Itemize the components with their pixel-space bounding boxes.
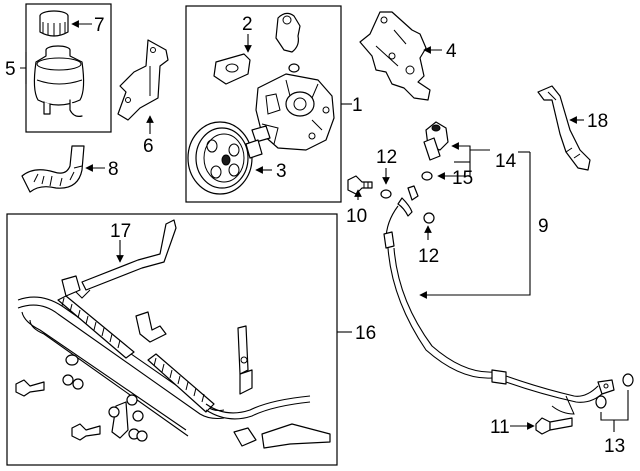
callout-3: 3: [276, 161, 287, 182]
callout-14: 14: [495, 151, 517, 172]
callout-13: 13: [604, 436, 625, 457]
callout-1: 1: [352, 95, 363, 116]
callout-2: 2: [242, 14, 253, 35]
callout-12-upper: 12: [376, 147, 397, 168]
crush-washer-upper: [380, 189, 392, 199]
cooler-group-box: [6, 213, 338, 466]
callout-7: 7: [94, 15, 105, 36]
banjo-bolt-10: [347, 175, 373, 195]
pressure-switch: [423, 121, 449, 161]
fluid-cooler: [15, 275, 331, 449]
crush-washer-13a: [595, 395, 607, 409]
pump-fitting: [213, 12, 301, 85]
callout-17: 17: [110, 221, 131, 242]
callout-12-lower: 12: [418, 246, 439, 267]
callout-6: 6: [143, 136, 154, 157]
clamp-bolt-11: [535, 417, 573, 435]
callout-11: 11: [490, 417, 510, 438]
power-steering-pump: [251, 63, 335, 151]
callout-16: 16: [355, 323, 376, 344]
return-hose: [537, 85, 591, 171]
leader-lines: [20, 20, 629, 432]
reservoir-cap: [39, 10, 69, 37]
reservoir-bracket: [117, 39, 169, 121]
crush-washer-13b: [622, 373, 634, 387]
pump-mounting-bracket: [359, 11, 431, 101]
pump-pulley: [187, 121, 263, 195]
callout-8: 8: [108, 159, 119, 180]
fluid-reservoir: [33, 45, 85, 117]
callout-4: 4: [446, 41, 457, 62]
callout-9: 9: [538, 216, 549, 237]
pressure-line: [383, 185, 615, 415]
callout-10: 10: [346, 206, 367, 227]
callout-15: 15: [452, 168, 473, 189]
callout-18: 18: [587, 111, 608, 132]
crush-washer-lower: [423, 212, 435, 224]
cooler-hose: [73, 219, 177, 299]
pressure-switch-washer: [421, 171, 433, 181]
callout-5: 5: [5, 59, 16, 80]
suction-hose: [21, 145, 85, 193]
